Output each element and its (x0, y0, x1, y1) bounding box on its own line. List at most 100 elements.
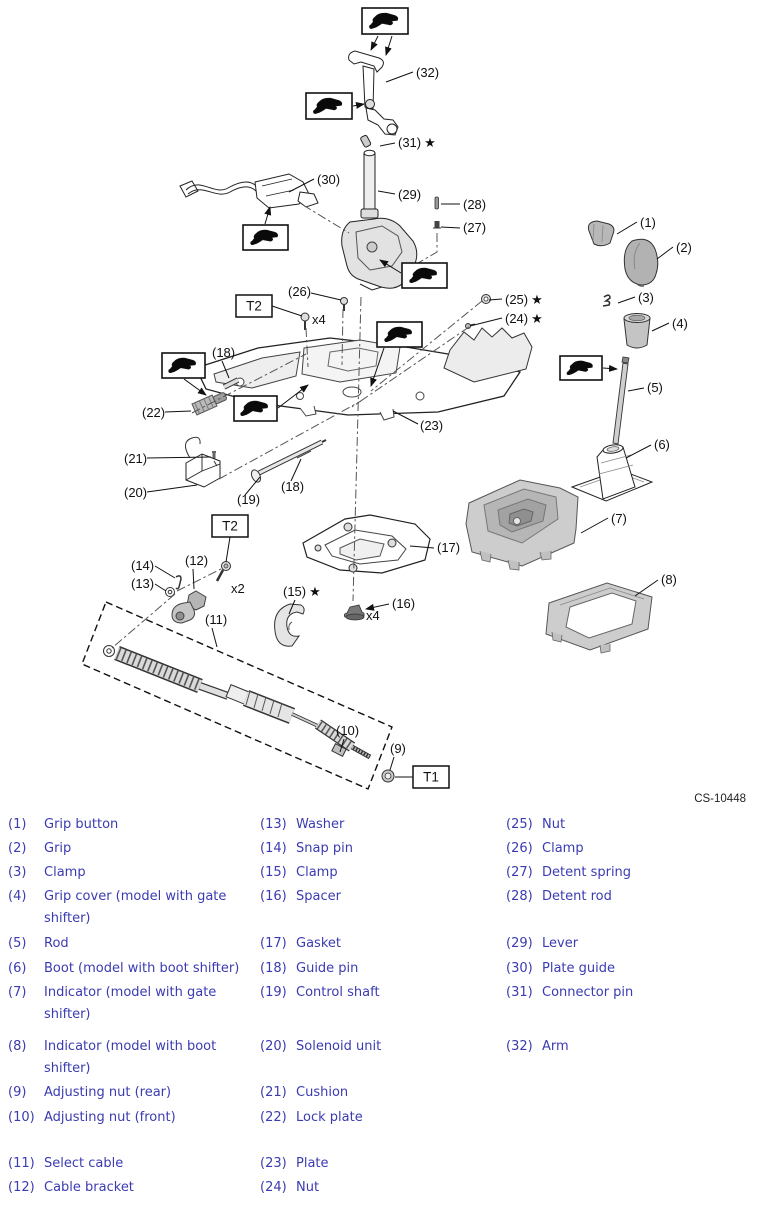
legend-item-label: Guide pin (296, 961, 359, 976)
grease-symbol-icon (161, 352, 207, 396)
legend-item-label: Grip button (44, 817, 119, 832)
callout-31: (31)★ (398, 135, 436, 150)
legend-item-27: (27)Detent spring (506, 862, 749, 884)
callout-leader-6 (625, 444, 652, 459)
legend-item-number: (6) (8, 961, 27, 976)
legend-row: (4)Grip cover (model with gate shifter)(… (8, 886, 749, 933)
grip-cover-part (623, 313, 651, 349)
legend-row: (1)Grip button(13)Washer(25)Nut (8, 814, 749, 838)
legend-item-number: (21) (260, 1085, 287, 1100)
callout-leader-24 (469, 317, 503, 327)
star-icon: ★ (531, 292, 543, 307)
adjusting-nut-rear-part (381, 769, 395, 783)
solenoid-part (185, 436, 221, 488)
legend-item-number: (12) (8, 1180, 35, 1195)
tool-box-label-t2-lower: T2 (222, 519, 238, 534)
legend-item-number: (5) (8, 936, 27, 951)
parts-legend: (1)Grip button(13)Washer(25)Nut(2)Grip(1… (8, 814, 749, 1201)
callout-23: (23) (420, 418, 443, 433)
callout-26: (26) (288, 284, 311, 299)
callout-32: (32) (416, 65, 439, 80)
legend-row: (6)Boot (model with boot shifter)(18)Gui… (8, 958, 749, 982)
legend-item-14: (14)Snap pin (260, 838, 506, 860)
legend-item-17: (17)Gasket (260, 933, 506, 955)
legend-item-24: (24)Nut (260, 1177, 506, 1199)
callout-leader-26 (310, 292, 342, 301)
callout-25: (25)★ (505, 292, 543, 307)
legend-item-label: Indicator (model with gate shifter) (44, 985, 217, 1022)
callout-16: (16) (392, 596, 415, 611)
tool-box-t2-upper (235, 294, 273, 318)
legend-item-label: Nut (542, 817, 566, 832)
legend-item-label: Detent rod (542, 889, 612, 904)
callout-30: (30) (317, 172, 340, 187)
nut-25-part (481, 294, 491, 304)
legend-item-label: Adjusting nut (rear) (44, 1085, 172, 1100)
callout-layer: (1)(2)(3)(4)(5)(6)(7)(8)(9)(10)(11)(12)(… (124, 65, 692, 771)
callout-leader-27 (440, 226, 461, 229)
legend-item-number: (14) (260, 841, 287, 856)
legend-item-15: (15)Clamp (260, 862, 506, 884)
legend-item-23: (23)Plate (260, 1153, 506, 1175)
callout-leader-4 (651, 322, 670, 332)
callout-18b: (18) (281, 479, 304, 494)
multiplier-x2: x2 (231, 581, 245, 596)
callout-leader-12 (192, 568, 195, 590)
legend-item-number: (19) (260, 985, 287, 1000)
callout-13: (13) (131, 576, 154, 591)
tool-box-leader-t2-lower (225, 536, 231, 563)
grease-symbol-icon (361, 7, 409, 56)
multiplier-x4-upper: x4 (312, 312, 326, 327)
legend-row: (2)Grip(14)Snap pin(26)Clamp (8, 838, 749, 862)
legend-row: (11)Select cable(23)Plate (8, 1153, 749, 1177)
legend-item-3: (3)Clamp (8, 862, 260, 884)
spacer-part (343, 604, 365, 621)
screw-x2-part (215, 561, 231, 582)
legend-item-number: (9) (8, 1085, 27, 1100)
detent-spring-part (433, 221, 441, 229)
legend-item-9: (9) Adjusting nut (rear) (8, 1082, 260, 1104)
callout-leader-7 (580, 517, 609, 534)
callout-leader-13 (154, 583, 167, 592)
callout-24: (24)★ (505, 311, 543, 326)
callout-20: (20) (124, 485, 147, 500)
guide-pin-part-a (222, 377, 240, 390)
legend-item-number: (29) (506, 936, 533, 951)
callout-leader-25 (488, 298, 503, 301)
legend-item-label: Lever (542, 936, 579, 951)
callout-14: (14) (131, 558, 154, 573)
callout-leader-29 (377, 190, 396, 195)
legend-item-label: Solenoid unit (296, 1039, 382, 1054)
washer-part (165, 587, 175, 597)
clamp-part (274, 603, 305, 647)
callout-leader-2 (656, 246, 674, 260)
callout-10: (10) (336, 723, 359, 738)
tool-box-t1 (412, 765, 450, 789)
legend-item-12: (12) Cable bracket (8, 1177, 260, 1199)
legend-item-label: Select cable (44, 1156, 124, 1171)
callout-27: (27) (463, 220, 486, 235)
legend-item-number: (25) (506, 817, 533, 832)
callout-leader-10 (339, 738, 345, 753)
legend-item-label: Cable bracket (44, 1180, 134, 1195)
snap-pin-part (175, 575, 182, 590)
legend-item-number: (30) (506, 961, 533, 976)
legend-item-number: (2) (8, 841, 27, 856)
legend-item-number: (16) (260, 889, 287, 904)
callout-19: (19) (237, 492, 260, 507)
exploded-diagram: (1)(2)(3)(4)(5)(6)(7)(8)(9)(10)(11)(12)(… (81, 7, 692, 790)
callout-leader-15 (288, 599, 296, 615)
legend-item-31: (31)Connector pin (506, 982, 749, 1004)
legend-item-number: (20) (260, 1039, 287, 1054)
cable-bracket-part (171, 590, 207, 624)
legend-item-label: Detent spring (542, 865, 632, 880)
legend-item-label: Grip cover (model with gate shifter) (44, 889, 227, 926)
legend-row: (10)Adjusting nut (front)(22)Lock plate (8, 1107, 749, 1153)
grease-symbol-icon (305, 92, 365, 120)
legend-item-label: Washer (296, 817, 345, 832)
legend-item-label: Rod (44, 936, 69, 951)
callout-22: (22) (142, 405, 165, 420)
callout-leader-21 (146, 456, 212, 459)
legend-item-number: (23) (260, 1156, 287, 1171)
